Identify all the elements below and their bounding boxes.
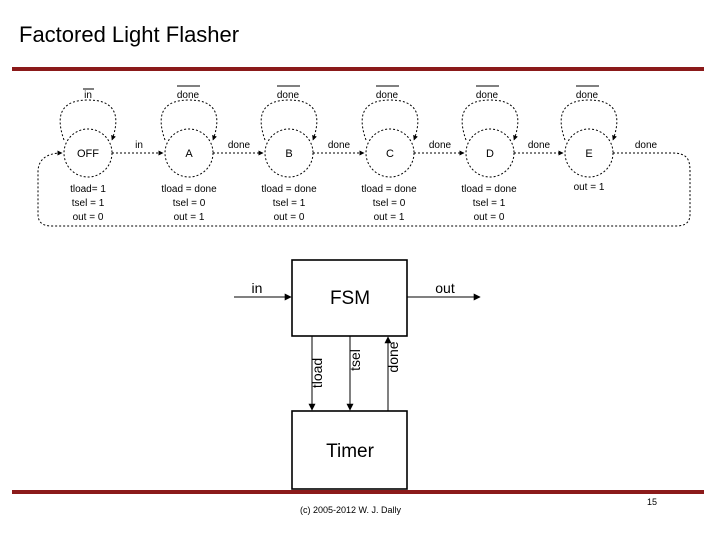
self-loop-label: done <box>476 90 499 101</box>
state-c: done C tload = done tsel = 0 out = 1 <box>361 85 419 223</box>
block-diagram: FSM Timer in out tload tsel done <box>234 259 481 490</box>
timer-label: Timer <box>326 441 375 462</box>
done-label: done <box>385 341 401 372</box>
transition-label: done <box>528 140 551 151</box>
self-loop-label: in <box>84 90 92 101</box>
state-label: OFF <box>77 148 99 160</box>
output-line: tsel = 0 <box>173 198 206 209</box>
state-b: done B tload = done tsel = 1 out = 0 <box>260 85 318 223</box>
output-line: out = 0 <box>474 212 505 223</box>
self-loop-label: done <box>576 90 599 101</box>
input-label: in <box>252 280 263 296</box>
output-line: tsel = 1 <box>72 198 105 209</box>
output-line: tload = done <box>461 184 517 195</box>
tload-label: tload <box>309 358 325 388</box>
output-line: tsel = 1 <box>273 198 306 209</box>
page-number: 15 <box>647 497 658 507</box>
transition-label: done <box>228 140 251 151</box>
output-line: out = 0 <box>274 212 305 223</box>
self-loop-a <box>160 99 218 141</box>
slide-title: Factored Light Flasher <box>19 22 240 47</box>
tsel-label: tsel <box>347 349 363 371</box>
fsm-label: FSM <box>330 288 370 309</box>
output-line: tload = done <box>161 184 217 195</box>
transition-label: done <box>635 140 658 151</box>
transition-label: done <box>328 140 351 151</box>
fsm-block <box>291 259 408 337</box>
self-loop-e <box>560 99 618 141</box>
state-e: done E out = 1 <box>560 85 618 193</box>
state-label: B <box>285 148 292 160</box>
output-line: out = 1 <box>574 182 605 193</box>
state-off: in OFF tload= 1 tsel = 1 out = 0 <box>59 88 117 223</box>
state-a: done A tload = done tsel = 0 out = 1 <box>160 85 218 223</box>
state-diagram: in OFF tload= 1 tsel = 1 out = 0 done A … <box>37 85 691 227</box>
self-loop-label: done <box>376 90 399 101</box>
self-loop-c <box>361 99 419 141</box>
output-label: out <box>435 280 455 296</box>
output-line: out = 1 <box>174 212 205 223</box>
state-label: C <box>386 148 394 160</box>
state-d: done D tload = done tsel = 1 out = 0 <box>461 85 519 223</box>
transition-label: in <box>135 140 143 151</box>
bottom-divider <box>12 490 704 494</box>
output-line: tsel = 0 <box>373 198 406 209</box>
top-divider <box>12 67 704 71</box>
output-line: tload = done <box>261 184 317 195</box>
output-line: tload= 1 <box>70 184 106 195</box>
transitions: in done done done done done <box>37 140 691 227</box>
footer-copyright: (c) 2005-2012 W. J. Dally <box>300 505 402 515</box>
state-label: A <box>185 148 193 160</box>
self-loop-label: done <box>177 90 200 101</box>
output-line: tsel = 1 <box>473 198 506 209</box>
self-loop-label: done <box>277 90 300 101</box>
transition-label: done <box>429 140 452 151</box>
output-line: tload = done <box>361 184 417 195</box>
self-loop-off <box>59 99 117 141</box>
self-loop-d <box>461 99 519 141</box>
state-label: E <box>585 148 592 160</box>
output-line: out = 1 <box>374 212 405 223</box>
timer-block <box>291 410 408 490</box>
return-transition-arrow <box>37 150 691 227</box>
output-line: out = 0 <box>73 212 104 223</box>
self-loop-b <box>260 99 318 141</box>
state-label: D <box>486 148 494 160</box>
